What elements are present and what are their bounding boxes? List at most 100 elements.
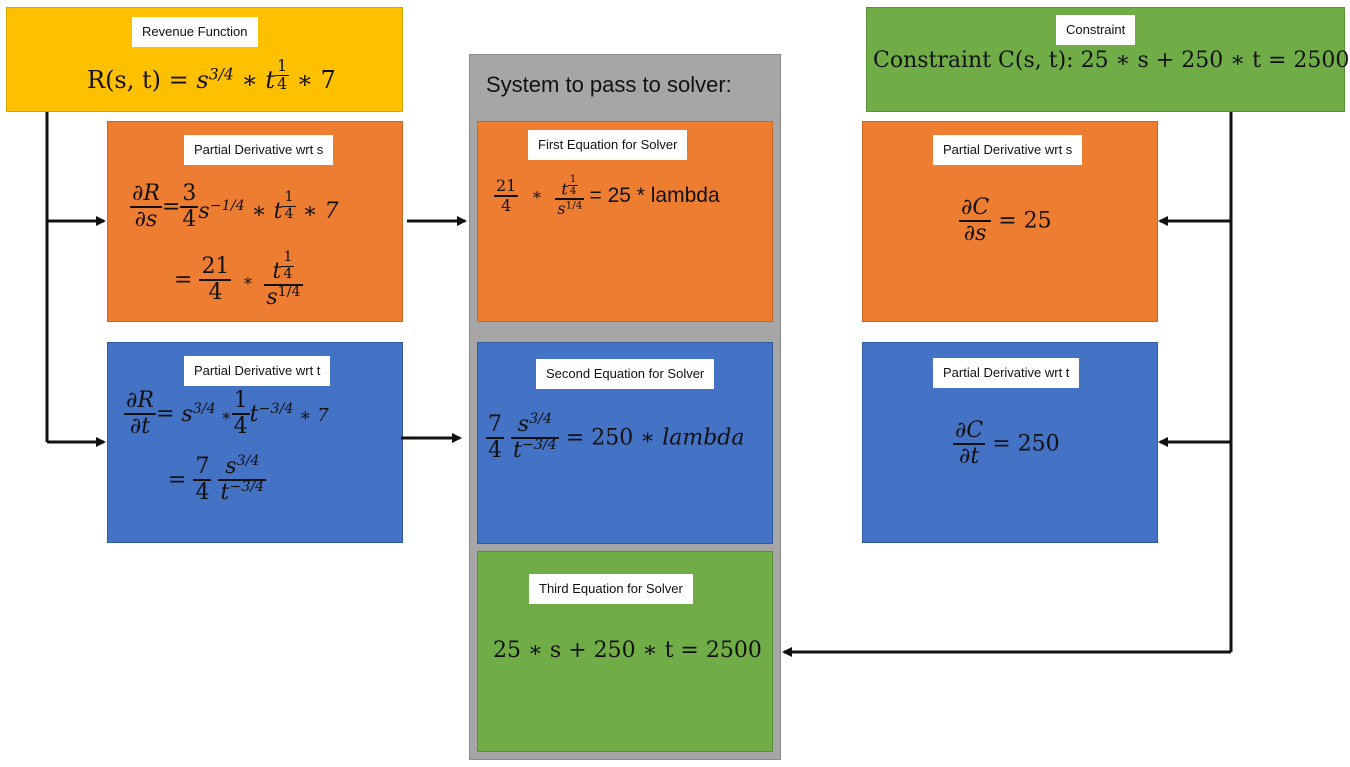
second-eq-num-base: s — [517, 412, 530, 437]
dC-dt-fraction: ∂C∂t — [953, 418, 986, 469]
dR-dt-line2-den: t−3/4 — [218, 479, 266, 506]
dR-dt-line2-num-base: s — [225, 454, 237, 479]
dR-dt-line2-coef-num: 7 — [193, 454, 212, 482]
revenue-function-label: Revenue Function — [132, 17, 258, 47]
revenue-s: s — [196, 66, 209, 95]
second-eq-den: t−3/4 — [511, 438, 559, 464]
dR-dt-times1: ∗ — [215, 405, 232, 425]
dR-ds-line2-num-exp-den: 4 — [283, 265, 293, 282]
dR-ds-s-exp: −1/4 — [209, 198, 245, 215]
dR-ds-s: s — [198, 199, 210, 225]
dR-dt-line2-den-exp: −3/4 — [229, 479, 265, 496]
dR-dt-num: ∂R — [124, 388, 156, 416]
dC-ds-fraction: ∂C∂s — [959, 195, 992, 247]
dR-dt-line2-coef-den: 4 — [195, 480, 210, 506]
constraint-partial-s-math: ∂C∂s = 25 — [959, 195, 1052, 247]
dR-ds-line2-den-base: s — [266, 285, 278, 311]
dR-dt-fraction: ∂R∂t — [124, 388, 156, 440]
dR-ds-line2-num-base: t — [272, 259, 282, 285]
dC-ds-den: ∂s — [963, 221, 987, 247]
constraint-box: Constraint Constraint C(s, t): 25 ∗ s + … — [866, 7, 1349, 112]
solver-system-title: System to pass to solver: — [486, 72, 732, 97]
first-eq-coef-den: 4 — [501, 195, 512, 215]
first-eq-den-exp: 1/4 — [565, 199, 583, 212]
dC-ds-rhs: = 25 — [998, 208, 1052, 234]
dR-dt-times2: ∗ 7 — [293, 404, 329, 426]
second-eq-num-exp: 3/4 — [529, 411, 553, 428]
dR-dt-coef-den: 4 — [233, 414, 248, 440]
dR-dt-line2-num-exp: 3/4 — [236, 453, 260, 470]
revenue-partial-t-label: Partial Derivative wrt t — [184, 356, 331, 386]
dR-dt-den: ∂t — [129, 414, 151, 440]
revenue-s-exp-text: 3/4 — [208, 65, 234, 84]
dR-ds-line2-num-exp-num: 1 — [281, 249, 295, 267]
constraint-label: Constraint — [1056, 15, 1136, 45]
dR-dt-t-exp: −3/4 — [258, 400, 294, 417]
dR-ds-fraction: ∂R∂s — [130, 181, 162, 232]
dR-ds-line2-den-exp: 1/4 — [277, 284, 301, 301]
dR-dt-t: t — [249, 401, 259, 427]
third-equation-math: 25 ∗ s + 250 ∗ t = 2500 — [493, 638, 762, 663]
revenue-lhs: R(s, t) = — [87, 66, 197, 95]
constraint-equation: Constraint C(s, t): 25 ∗ s + 250 ∗ t = 2… — [873, 48, 1350, 73]
dR-ds-line2-coef-num: 21 — [199, 254, 232, 282]
second-eq-num: s3/4 — [511, 411, 559, 440]
first-eq-coef-num: 21 — [494, 176, 519, 197]
dR-dt-s: s — [181, 401, 193, 427]
revenue-times1: ∗ — [233, 66, 266, 95]
dR-ds-t-exp-den: 4 — [284, 205, 294, 222]
second-eq-coef-den: 4 — [488, 438, 502, 464]
constraint-partial-t-math: ∂C∂t = 250 — [953, 418, 1060, 469]
dR-ds-line2-coef-den: 4 — [208, 280, 223, 306]
dR-dt-line2-den-base: t — [220, 480, 230, 506]
second-eq-den-base: t — [513, 438, 522, 464]
dR-dt-eq: = — [155, 401, 182, 427]
revenue-t-exp-num: 1 — [275, 57, 289, 77]
first-eq-num-exp-den: 4 — [569, 185, 577, 198]
first-eq-den: s1/4 — [555, 200, 584, 218]
dC-dt-rhs: = 250 — [992, 431, 1060, 457]
third-equation-label: Third Equation for Solver — [529, 574, 693, 604]
dR-dt-line2-num: s3/4 — [218, 453, 267, 482]
constraint-partial-s-label: Partial Derivative wrt s — [933, 135, 1083, 165]
second-eq-rhs: = 250 — [565, 425, 634, 451]
constraint-partial-t-label: Partial Derivative wrt t — [933, 358, 1080, 388]
dR-ds-num: ∂R — [130, 181, 162, 209]
revenue-s-exp: 3/4 — [209, 66, 234, 84]
second-eq-coef-num: 7 — [486, 412, 504, 440]
dR-ds-t: t — [273, 199, 283, 225]
first-eq-den-base: s — [557, 199, 566, 219]
dC-dt-num: ∂C — [953, 418, 986, 446]
second-equation-label: Second Equation for Solver — [536, 359, 715, 389]
revenue-t-exp-den: 4 — [277, 75, 287, 94]
dR-ds-times1: ∗ — [244, 199, 274, 225]
dR-ds-eq: = — [161, 194, 181, 220]
first-equation-label: First Equation for Solver — [528, 130, 688, 160]
dR-dt-line2-eq: = — [168, 467, 187, 493]
